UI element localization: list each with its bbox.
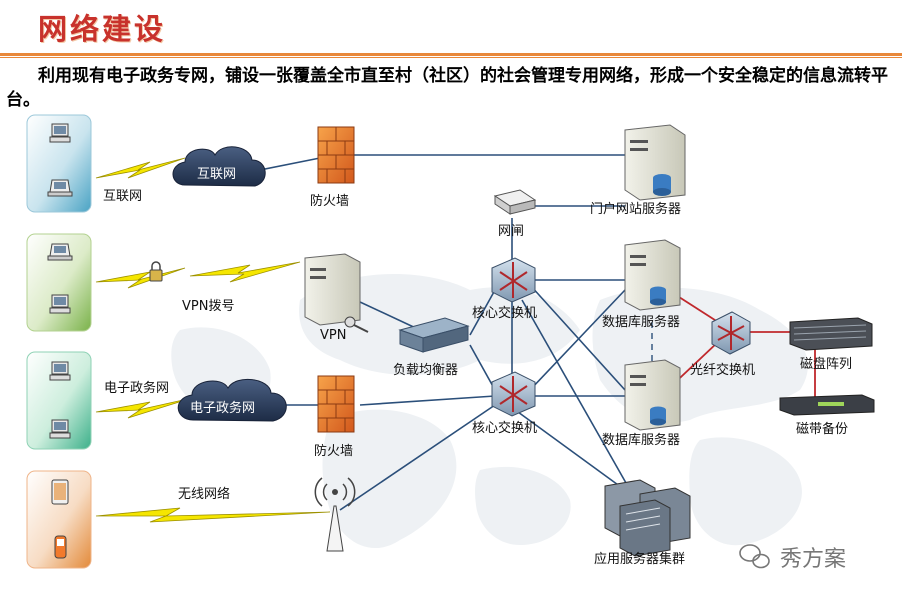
laptop-icon (47, 179, 73, 197)
lightning-links (95, 157, 331, 523)
tape-backup-label: 磁带备份 (796, 421, 848, 437)
client-panel-internet (26, 114, 92, 213)
portal-server-label: 门户网站服务器 (590, 201, 681, 217)
fiber-switch-label: 光纤交换机 (690, 362, 755, 378)
fiber-switch-icon (711, 311, 751, 355)
padlock-icon (149, 261, 163, 282)
egov-cloud (177, 378, 287, 422)
desktop-pc-icon (49, 361, 71, 381)
core-switch-2-label: 核心交换机 (472, 420, 537, 436)
network-links (249, 154, 631, 511)
wechat-watermark: 秀方案 (739, 544, 846, 572)
egov-link-label: 电子政务网 (104, 380, 169, 396)
load-balancer-label: 负载均衡器 (393, 363, 458, 378)
vpn-label: VPN (320, 328, 346, 343)
wechat-icon (739, 544, 770, 569)
world-map-background (171, 273, 808, 549)
gateway-label: 网闸 (498, 224, 524, 239)
desktop-pc-icon (49, 419, 71, 439)
intro-paragraph: 利用现有电子政务专网，铺设一张覆盖全市直至村（社区）的社会管理专用网络，形成一个… (6, 66, 888, 110)
gateway-icon (493, 189, 537, 215)
app-cluster-label: 应用服务器集群 (594, 551, 685, 567)
tape-backup-icon (779, 394, 875, 416)
internet-cloud (172, 146, 266, 187)
egov-cloud-label: 电子政务网 (190, 400, 255, 416)
laptop-icon (47, 243, 73, 261)
core-switch-2-icon (491, 371, 536, 417)
load-balancer-icon (398, 317, 470, 353)
firewall-bottom-label: 防火墙 (314, 443, 353, 459)
mobile-phone-icon (54, 535, 67, 559)
disk-array-label: 磁盘阵列 (800, 356, 852, 372)
lightning-icon (95, 157, 186, 179)
title-divider-thin (0, 57, 902, 58)
watermark-text: 秀方案 (780, 547, 846, 572)
client-panel-vpn (26, 233, 92, 332)
internet-cloud-label: 互联网 (197, 167, 236, 182)
lightning-icon (95, 267, 186, 289)
lightning-icon (95, 397, 193, 419)
client-panel-egov (26, 351, 92, 450)
desktop-pc-icon (49, 123, 71, 143)
portal-server-icon (624, 124, 686, 201)
wireless-antenna-icon (314, 477, 356, 552)
db-server-1-label: 数据库服务器 (602, 314, 680, 330)
db-server-2-icon (624, 359, 681, 431)
firewall-top-icon (317, 126, 355, 184)
vpn-dial-link-label: VPN拨号 (182, 299, 234, 314)
db-server-1-icon (624, 239, 681, 311)
firewall-bottom-icon (317, 375, 355, 433)
title-divider (0, 53, 902, 56)
tablet-icon (51, 479, 69, 505)
desktop-pc-icon (49, 294, 71, 314)
core-switch-1-label: 核心交换机 (472, 305, 537, 321)
vpn-server-icon (304, 253, 369, 333)
wireless-link-label: 无线网络 (178, 486, 230, 502)
db-server-2-label: 数据库服务器 (602, 432, 680, 448)
app-server-cluster-icon (604, 479, 691, 557)
disk-array-icon (789, 317, 873, 351)
internet-link-label: 互联网 (103, 189, 142, 204)
key-icon (344, 316, 369, 333)
lightning-icon (95, 507, 331, 523)
firewall-top-label: 防火墙 (310, 193, 349, 209)
core-switch-1-icon (491, 257, 536, 303)
lightning-icon (189, 261, 301, 283)
client-panel-wireless (26, 470, 92, 569)
page-title: 网络建设 (38, 12, 167, 46)
